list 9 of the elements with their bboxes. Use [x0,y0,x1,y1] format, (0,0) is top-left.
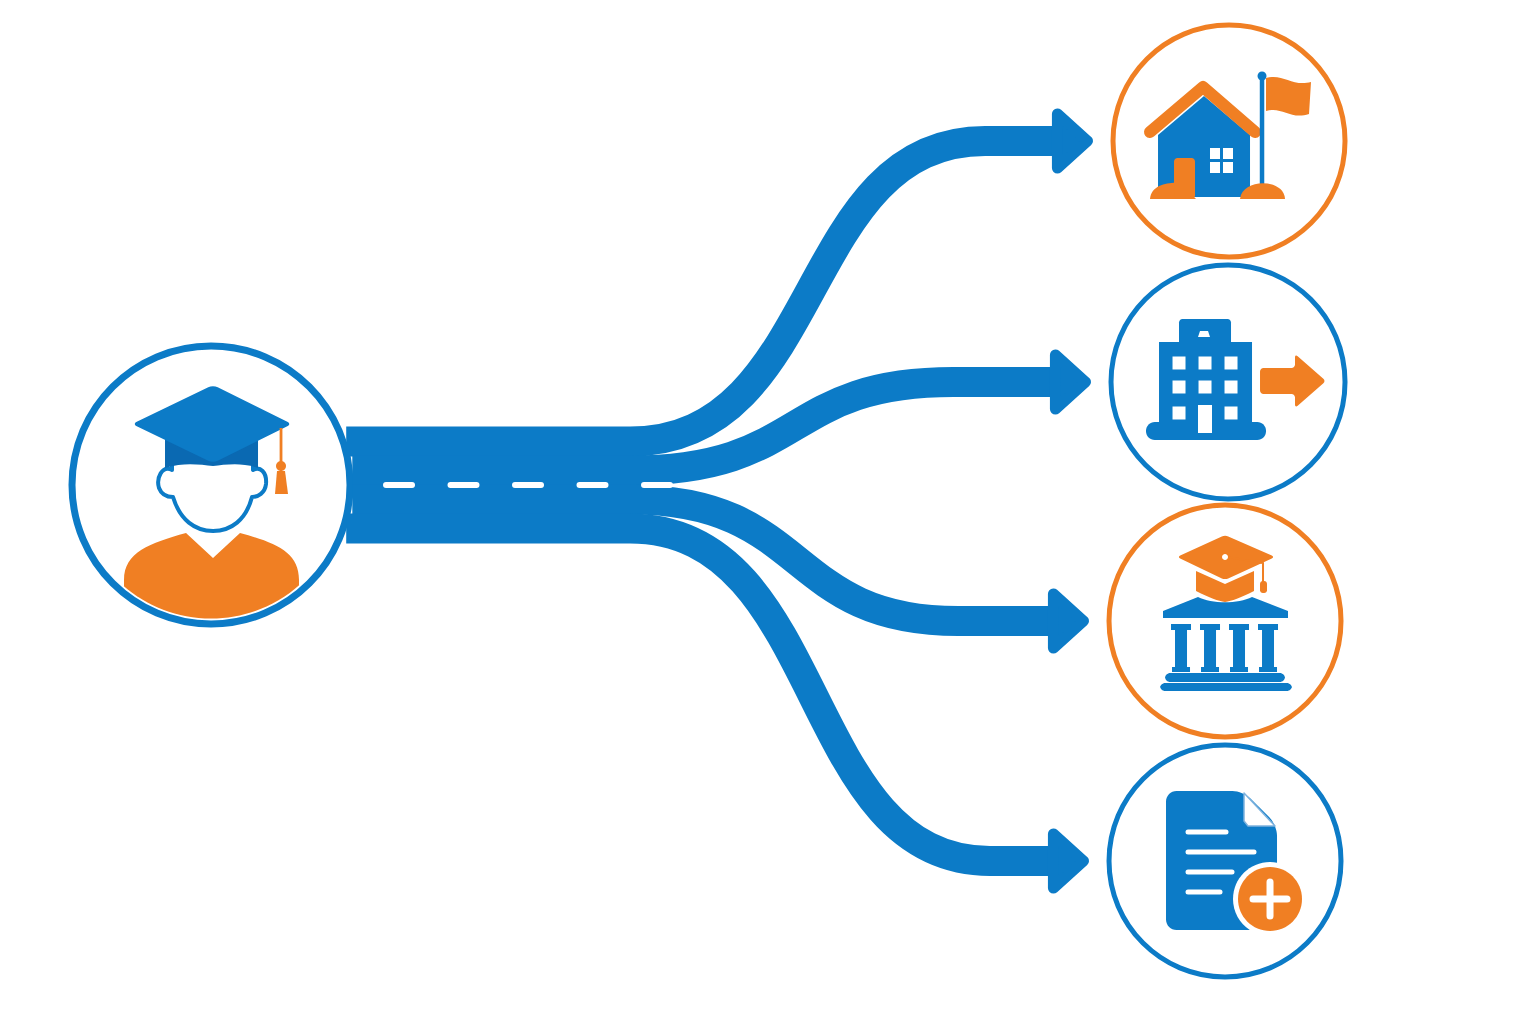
icon-circle [1106,742,1344,980]
icon-circle [1106,502,1344,740]
icon-circle [1110,22,1348,260]
branch-arrow [346,513,1089,894]
branch-arrow [352,349,1091,486]
icon-circle [68,342,354,628]
icon-circle [1108,262,1348,502]
branch-arrow [346,108,1093,457]
branch-arrow [352,484,1089,654]
